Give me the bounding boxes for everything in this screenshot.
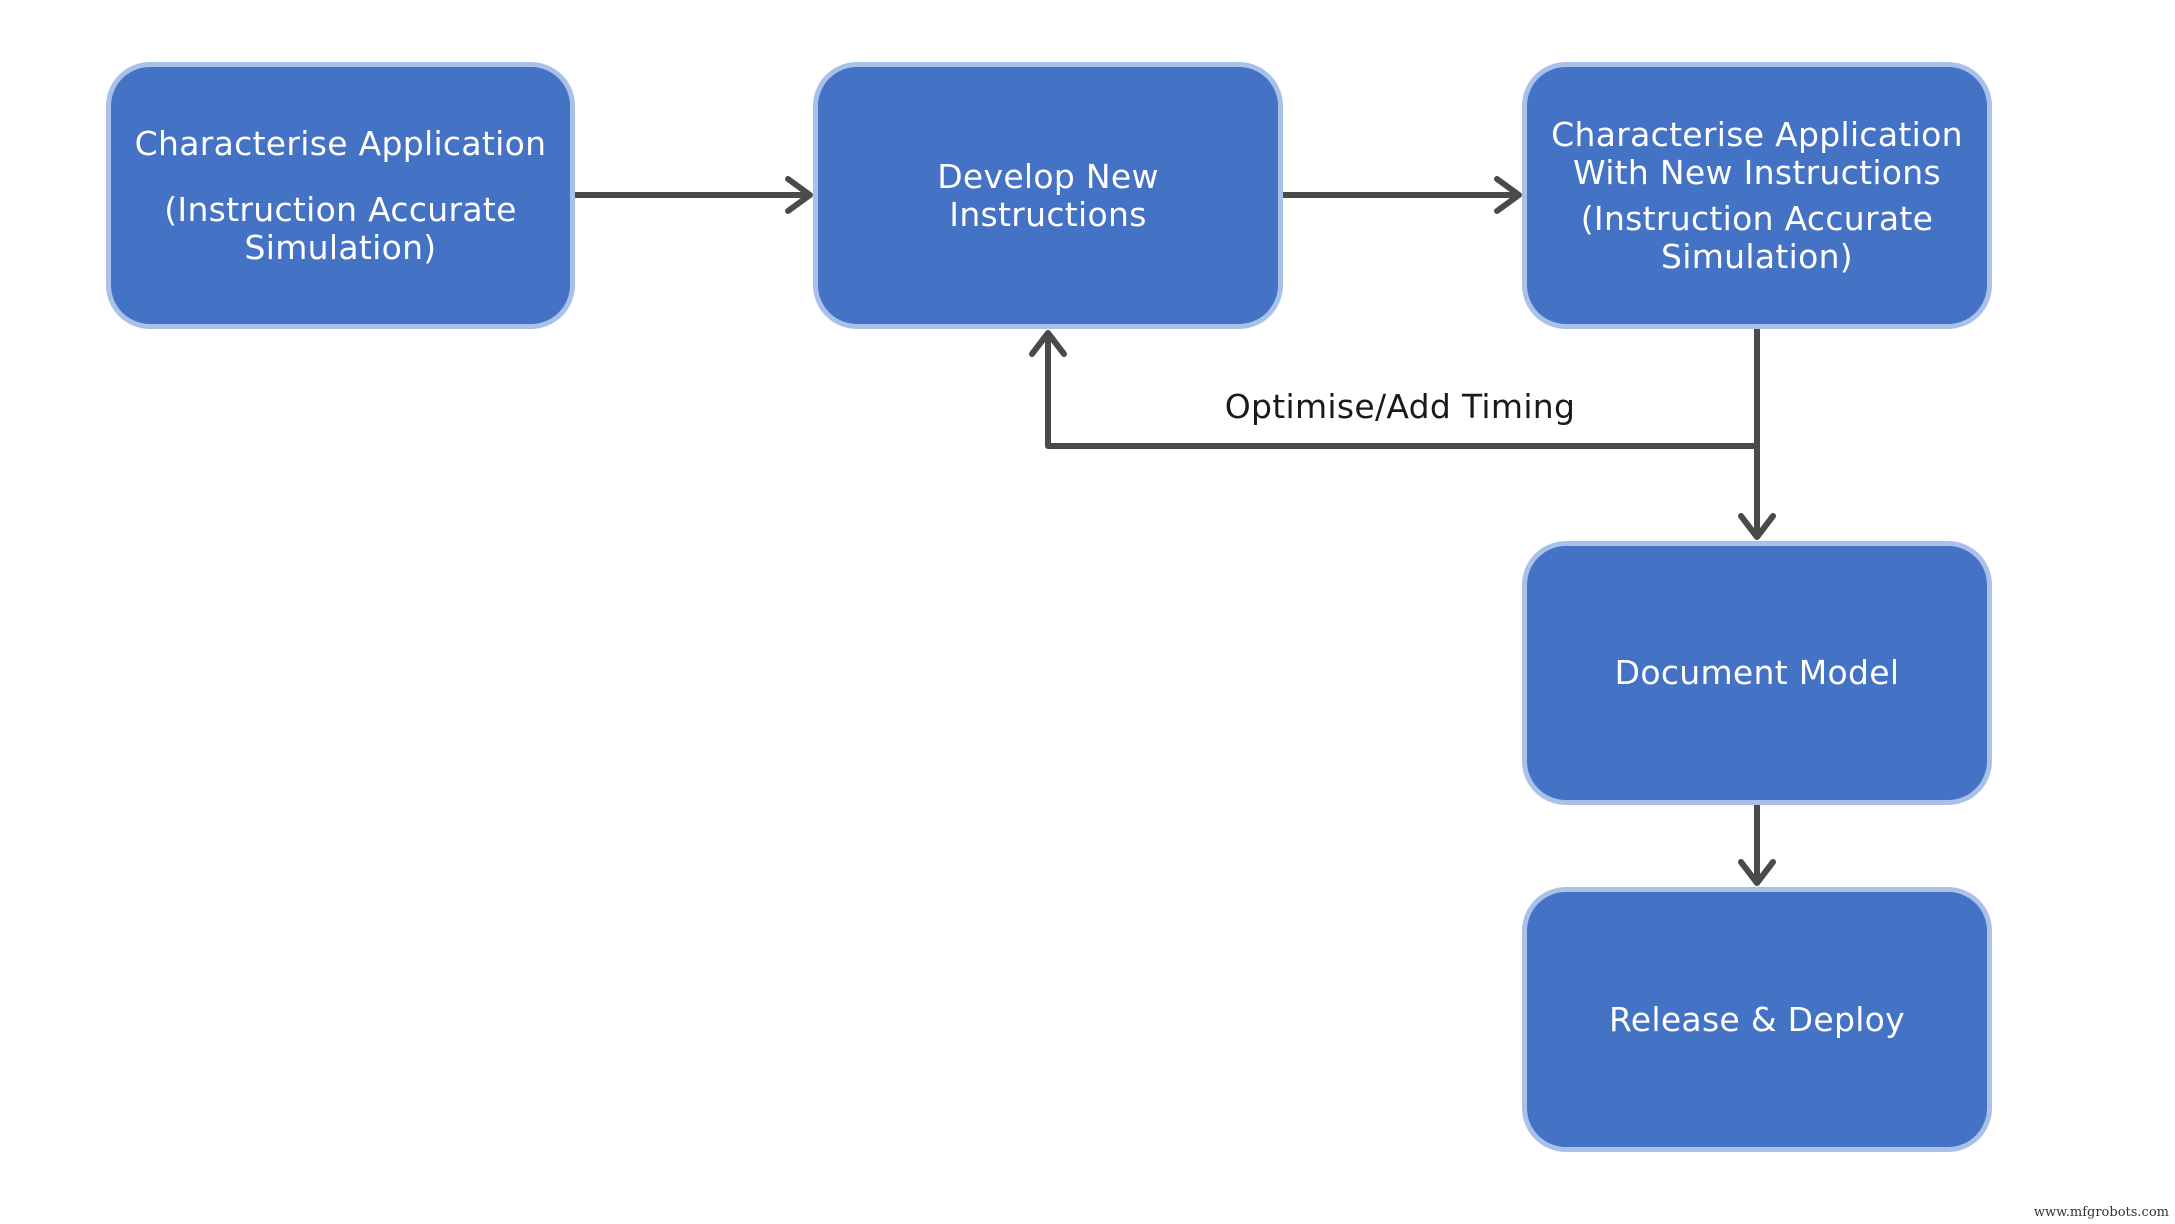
node-label-line: (Instruction Accurate — [164, 189, 517, 229]
edge-label-optimise-timing: Optimise/Add Timing — [1224, 387, 1576, 426]
node-label-line: Characterise Application — [1551, 114, 1963, 154]
node-label-line: Instructions — [949, 194, 1147, 234]
node-characterise-application: Characterise Application (Instruction Ac… — [106, 62, 575, 329]
arrow-develop-to-characterise-new — [1280, 176, 1522, 214]
arrow-characterise-to-develop — [572, 176, 813, 214]
node-label: Release & Deploy — [1609, 999, 1905, 1039]
node-label-line: Simulation) — [1661, 236, 1853, 276]
node-label-line: Simulation) — [244, 227, 437, 267]
arrow-optimise-loop — [1029, 326, 1760, 449]
node-label-line: (Instruction Accurate — [1580, 198, 1934, 238]
node-label-line: With New Instructions — [1573, 152, 1941, 192]
node-characterise-with-new-instructions: Characterise Application With New Instru… — [1522, 62, 1992, 329]
node-release-deploy: Release & Deploy — [1522, 887, 1992, 1152]
arrow-document-to-release — [1738, 802, 1776, 886]
node-label: Document Model — [1614, 653, 1900, 692]
watermark-text: www.mfgrobots.com — [2033, 1205, 2169, 1220]
node-document-model: Document Model — [1522, 541, 1992, 805]
node-develop-new-instructions: Develop New Instructions — [813, 62, 1283, 329]
node-label-line: Develop New — [937, 156, 1159, 196]
arrow-characterise-new-to-document — [1738, 443, 1776, 540]
node-label-line: Characterise Application — [134, 123, 547, 163]
